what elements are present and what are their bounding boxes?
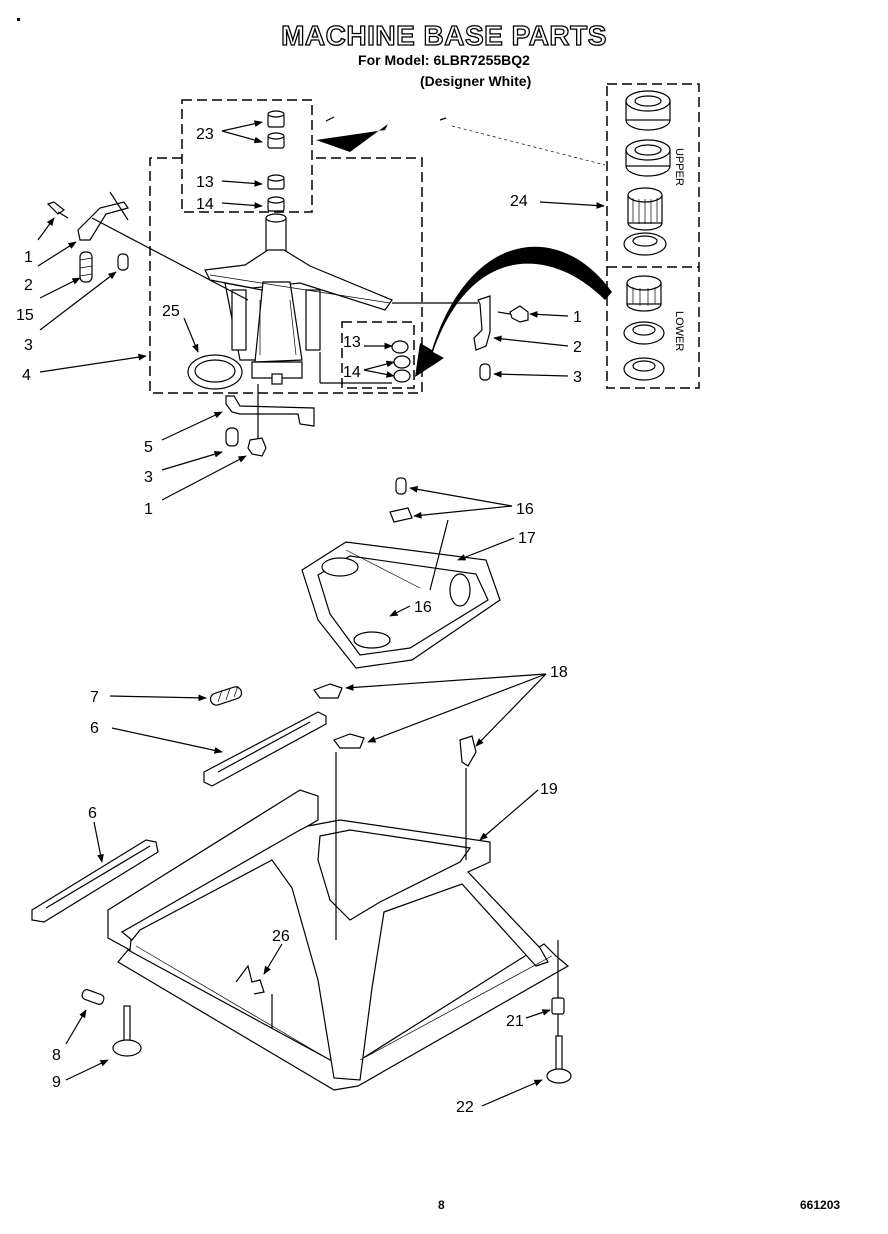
callout-1-right: 1 bbox=[573, 309, 582, 326]
page-number: 8 bbox=[438, 1198, 445, 1212]
strap-6-lower bbox=[31, 839, 159, 923]
callout-26: 26 bbox=[272, 928, 290, 945]
leg-8-9 bbox=[81, 989, 142, 1057]
base-frame-19 bbox=[107, 752, 570, 1091]
lower-bearing-rings bbox=[623, 275, 665, 381]
callout-13-lower: 13 bbox=[343, 334, 361, 351]
transmission-assembly bbox=[204, 213, 393, 385]
clip-26 bbox=[235, 964, 273, 1028]
callout-21: 21 bbox=[506, 1013, 524, 1030]
upper-bearing-rings bbox=[623, 90, 671, 256]
upper-pointer-arrow bbox=[316, 124, 388, 152]
callout-3-left: 3 bbox=[24, 337, 33, 354]
callout-24: 24 bbox=[510, 193, 528, 210]
strap-6-upper bbox=[203, 711, 327, 787]
upper-bearing-stack bbox=[267, 110, 285, 212]
callout-19: 19 bbox=[540, 781, 558, 798]
callout-1-left: 1 bbox=[24, 249, 33, 266]
callout-22: 22 bbox=[456, 1099, 474, 1116]
curved-arrow bbox=[415, 246, 612, 377]
bottom-clip-assembly bbox=[225, 384, 315, 457]
inset-lower-label: LOWER bbox=[673, 311, 685, 351]
callout-2-left: 2 bbox=[24, 277, 33, 294]
callout-16-plate: 16 bbox=[414, 599, 432, 616]
callout-14-lower: 14 bbox=[343, 364, 361, 381]
callout-16-top: 16 bbox=[516, 501, 534, 518]
callout-1-bottom: 1 bbox=[144, 501, 153, 518]
bearing-kit-inset bbox=[451, 83, 700, 389]
color-line: (Designer White) bbox=[420, 73, 532, 89]
callout-7: 7 bbox=[90, 689, 99, 706]
callout-13-upper: 13 bbox=[196, 174, 214, 191]
callout-2-right: 2 bbox=[573, 339, 582, 356]
dashed-box-upper-bearings bbox=[181, 99, 313, 213]
callout-15: 15 bbox=[16, 307, 34, 324]
left-clip-assembly bbox=[46, 191, 249, 301]
corner-mark bbox=[17, 18, 20, 21]
page-title: MACHINE BASE PARTS bbox=[280, 19, 607, 51]
seal-ring-25 bbox=[187, 354, 243, 390]
callout-25: 25 bbox=[162, 303, 180, 320]
model-line: For Model: 6LBR7255BQ2 bbox=[358, 52, 530, 68]
callout-23: 23 bbox=[196, 126, 214, 143]
callout-18: 18 bbox=[550, 664, 568, 681]
callout-8: 8 bbox=[52, 1047, 61, 1064]
leg-21-22 bbox=[546, 997, 572, 1084]
callout-6-upper: 6 bbox=[90, 720, 99, 737]
right-clip-assembly bbox=[392, 295, 529, 381]
spring-7 bbox=[209, 685, 243, 706]
callout-17: 17 bbox=[518, 530, 536, 547]
callout-14-upper: 14 bbox=[196, 196, 214, 213]
callout-5: 5 bbox=[144, 439, 153, 456]
mounting-plate-17 bbox=[301, 519, 501, 669]
doc-number: 661203 bbox=[800, 1198, 841, 1212]
callout-9: 9 bbox=[52, 1074, 61, 1091]
callout-6-lower: 6 bbox=[88, 805, 97, 822]
callout-4: 4 bbox=[22, 367, 31, 384]
callout-3-bottom: 3 bbox=[144, 469, 153, 486]
lower-bearing-stack bbox=[319, 340, 411, 384]
dashed-box-lower-bearings bbox=[341, 321, 415, 389]
clips-18 bbox=[313, 683, 477, 767]
inset-upper-label: UPPER bbox=[673, 148, 685, 186]
leader-lines bbox=[37, 120, 605, 1107]
callout-3-right: 3 bbox=[573, 369, 582, 386]
